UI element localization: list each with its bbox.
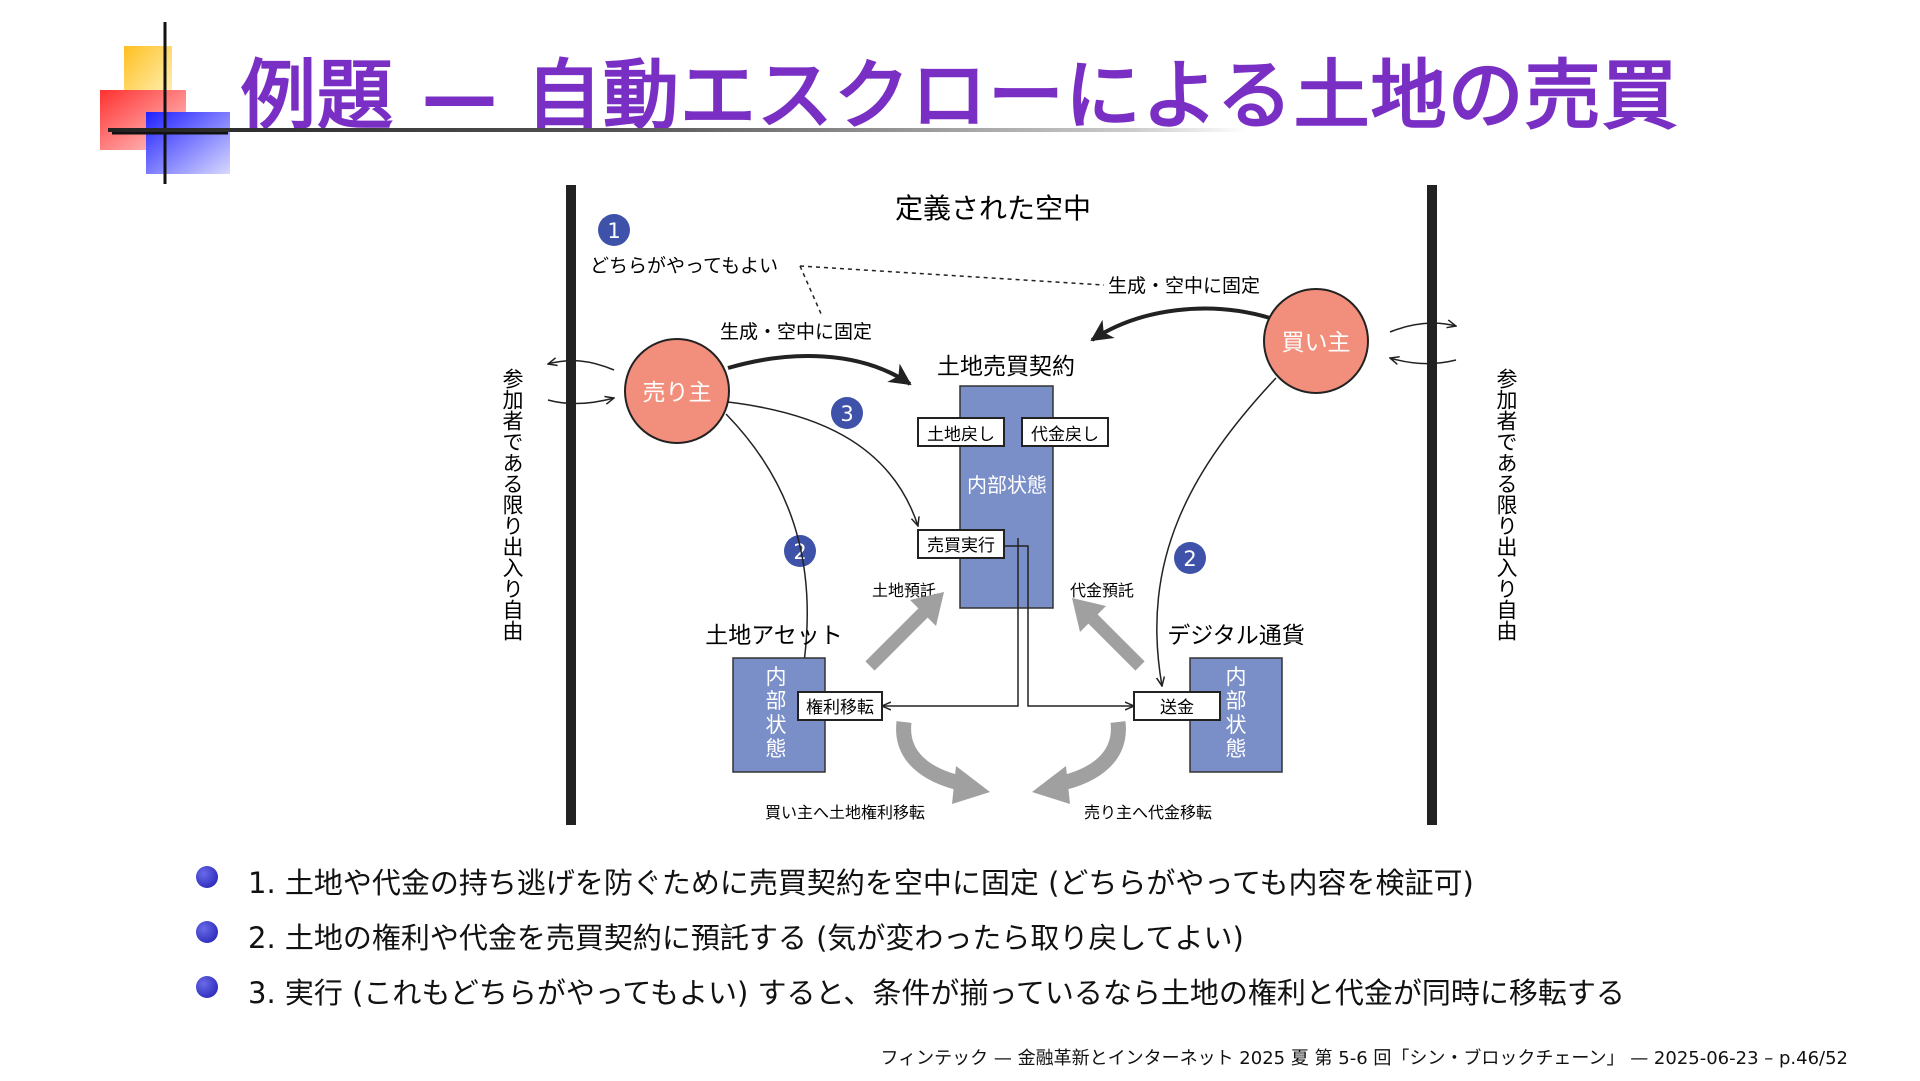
to-seller-label: 売り主へ代金移転	[1084, 803, 1212, 822]
land-return-box	[917, 417, 1005, 447]
money-return-label: 代金戻し	[1031, 425, 1099, 445]
step-2-badge-left	[784, 535, 816, 567]
rights-transfer-box	[797, 691, 883, 721]
land-deposit-arrowhead	[910, 592, 944, 626]
step-2-number-left: 2	[793, 540, 806, 564]
buyer-create-arrow	[1090, 306, 1271, 342]
list-item: 1. 土地や代金の持ち逃げを防ぐために売買契約を空中に固定 (どちらがやっても内…	[196, 860, 1625, 915]
land-asset-state-1: 内	[766, 665, 787, 689]
buyer-deposit-arrow	[1157, 377, 1277, 686]
seller-exit-arrow	[548, 361, 615, 371]
logo-decoration	[100, 22, 230, 184]
money-deposit-arrowhead	[1072, 598, 1106, 632]
list-item: 3. 実行 (これもどちらがやってもよい) すると、条件が揃っているなら土地の権…	[196, 970, 1625, 1025]
seller-node	[624, 338, 730, 444]
land-asset-state-4: 態	[766, 737, 787, 761]
bullet-dot-icon	[196, 976, 218, 998]
to-buyer-label: 買い主へ土地権利移転	[765, 803, 925, 822]
step-1-badge	[598, 214, 630, 246]
currency-state-4: 態	[1226, 737, 1247, 761]
bullet-text: 2. 土地の権利や代金を売買契約に預託する (気が変わったら取り戻してよい)	[248, 921, 1244, 955]
list-item: 2. 土地の権利や代金を売買契約に預託する (気が変わったら取り戻してよい)	[196, 915, 1625, 970]
contract-internal-state: 内部状態	[967, 473, 1047, 497]
currency-state-2: 部	[1226, 689, 1247, 713]
execute-box	[917, 529, 1005, 559]
currency-state-3: 状	[1226, 713, 1247, 737]
contract-title: 土地売買契約	[937, 354, 1075, 380]
land-asset-title: 土地アセット	[705, 623, 843, 649]
currency-state-1: 内	[1226, 665, 1247, 689]
right-free-entry-label: 参加者である限り出入り自由	[1494, 368, 1518, 641]
land-deposit-arrow	[865, 601, 935, 671]
airspace-label: 定義された空中	[895, 192, 1091, 225]
execute-to-remit-line	[1004, 545, 1134, 706]
money-deposit-arrow	[1081, 607, 1145, 671]
seller-create-arrow	[727, 354, 912, 386]
seller-deposit-arrow	[725, 413, 809, 688]
generate-fix-label-left: 生成・空中に固定	[720, 321, 872, 343]
execute-call-arrow	[727, 401, 918, 526]
dashed-link-left	[799, 265, 823, 317]
buyer-enter-arrow	[1390, 358, 1457, 364]
seller-enter-arrow	[547, 398, 614, 404]
step-3-number: 3	[840, 402, 853, 426]
to-seller-arrowhead	[1032, 766, 1070, 804]
seller-label: 売り主	[643, 380, 712, 406]
bullet-text: 1. 土地や代金の持ち逃げを防ぐために売買契約を空中に固定 (どちらがやっても内…	[248, 866, 1474, 900]
to-seller-curve	[1056, 721, 1126, 792]
money-return-box	[1021, 417, 1109, 447]
generate-fix-label-right: 生成・空中に固定	[1108, 275, 1260, 297]
land-asset-state-3: 状	[766, 713, 787, 737]
dashed-link-right	[799, 265, 1105, 286]
step-2-badge-right	[1174, 542, 1206, 574]
step-1-number: 1	[607, 219, 620, 243]
execute-to-rights-line	[882, 538, 1019, 706]
buyer-label: 買い主	[1282, 330, 1351, 356]
step-2-number-right: 2	[1183, 547, 1196, 571]
footer: フィンテック — 金融革新とインターネット 2025 夏 第 5-6 回「シン・…	[880, 1048, 1848, 1069]
left-free-entry-label: 参加者である限り出入り自由	[500, 368, 524, 641]
buyer-node	[1263, 288, 1369, 394]
land-deposit-label: 土地預託	[872, 581, 936, 600]
to-buyer-curve	[896, 721, 966, 792]
to-buyer-arrowhead	[952, 766, 990, 804]
title-underline	[108, 128, 1248, 132]
page-title: 例題 — 自動エスクローによる土地の売買	[240, 51, 1679, 140]
explanation-list: 1. 土地や代金の持ち逃げを防ぐために売買契約を空中に固定 (どちらがやっても内…	[196, 860, 1625, 1025]
land-return-label: 土地戻し	[927, 425, 995, 445]
land-asset-box	[732, 657, 826, 773]
either-party-label: どちらがやってもよい	[590, 255, 778, 277]
buyer-exit-arrow	[1389, 323, 1456, 333]
execute-label: 売買実行	[927, 536, 995, 556]
money-deposit-label: 代金預託	[1070, 581, 1134, 600]
rights-transfer-label: 権利移転	[806, 698, 874, 718]
bullet-dot-icon	[196, 866, 218, 888]
remit-label: 送金	[1160, 698, 1194, 718]
bullet-text: 3. 実行 (これもどちらがやってもよい) すると、条件が揃っているなら土地の権…	[248, 976, 1625, 1010]
land-asset-state-2: 部	[766, 689, 787, 713]
remit-box	[1133, 691, 1221, 721]
bullet-dot-icon	[196, 921, 218, 943]
digital-currency-title: デジタル通貨	[1167, 623, 1305, 649]
step-3-badge	[831, 397, 863, 429]
